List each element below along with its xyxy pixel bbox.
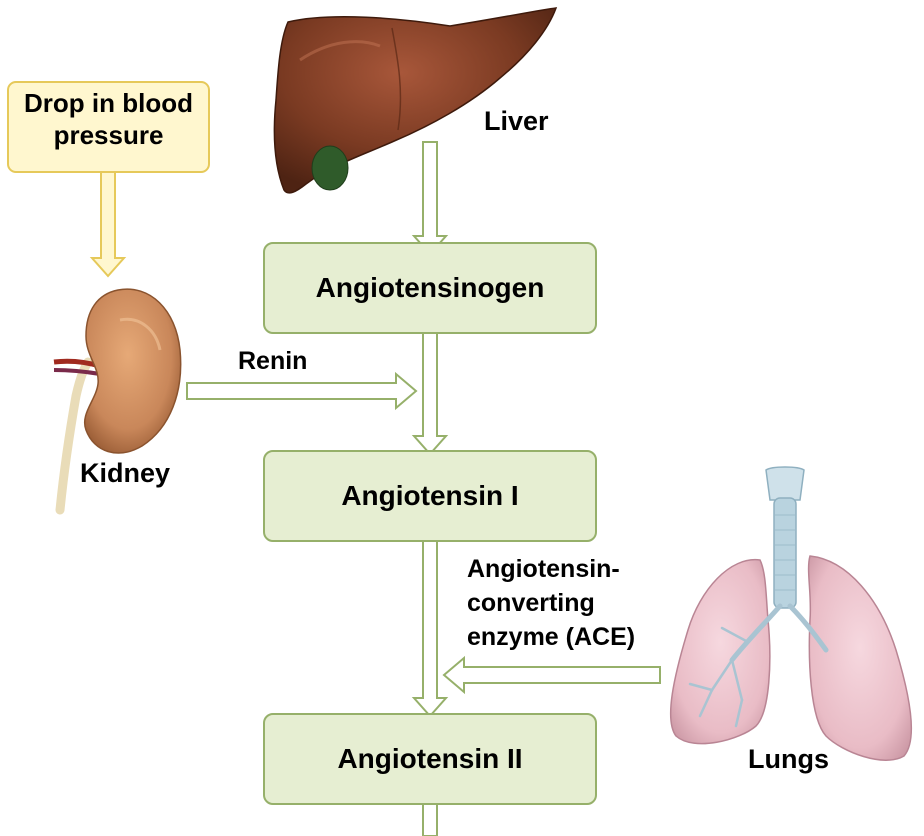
angiotensin1-label: Angiotensin I	[341, 480, 519, 511]
kidney-label: Kidney	[80, 458, 171, 488]
kidney-illustration	[53, 288, 182, 515]
trigger-to-kidney-arrow	[89, 171, 127, 278]
angiotensin2-box: Angiotensin II	[263, 713, 597, 805]
liver-to-angiotensinogen-arrow	[411, 141, 449, 256]
angiotensinogen-box: Angiotensinogen	[263, 242, 597, 334]
trigger-box: Drop in blood pressure	[7, 81, 210, 173]
ace-label-line2: converting	[467, 589, 595, 617]
ace-label-line3: enzyme (ACE)	[467, 623, 636, 651]
ace-label-line1: Angiotensin-	[467, 555, 620, 583]
angiotensin1-to-angiotensin2-arrow	[411, 539, 449, 718]
ace-label: Angiotensin- converting enzyme (ACE)	[467, 552, 635, 654]
renin-label: Renin	[238, 347, 308, 375]
renin-arrow	[186, 371, 418, 411]
angiotensin2-label: Angiotensin II	[337, 743, 523, 774]
liver-illustration	[273, 7, 558, 194]
liver-label: Liver	[484, 106, 549, 136]
angiotensin1-box: Angiotensin I	[263, 450, 597, 542]
ace-arrow	[442, 655, 661, 695]
angiotensinogen-to-angiotensin1-arrow	[411, 332, 449, 456]
angiotensin2-output-arrow	[422, 802, 438, 836]
trigger-text-line2: pressure	[53, 120, 164, 150]
lungs-label: Lungs	[748, 744, 829, 774]
angiotensinogen-label: Angiotensinogen	[315, 272, 545, 303]
trigger-text-line1: Drop in blood	[24, 88, 193, 118]
lungs-illustration	[669, 466, 913, 761]
